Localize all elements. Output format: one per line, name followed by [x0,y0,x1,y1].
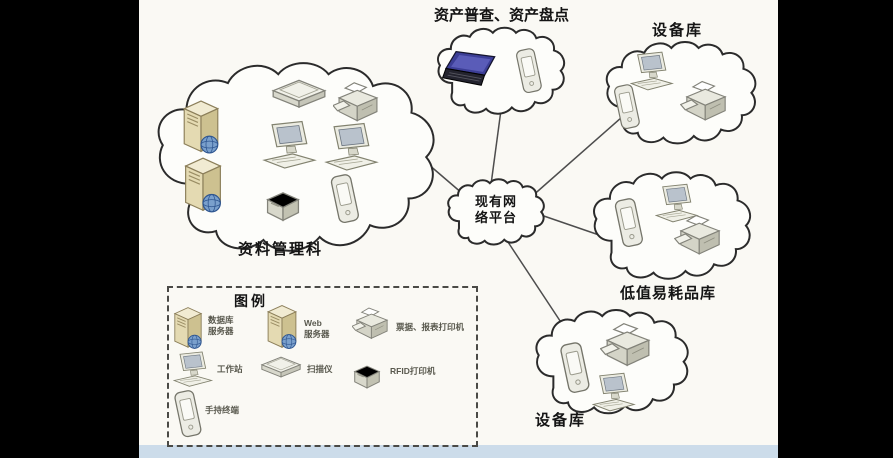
consumables-cloud-label: 低值易耗品库 [620,285,717,302]
legend-label-workstation: 工作站 [217,364,243,374]
network-platform-label-line2: 络平台 [474,209,517,225]
census-cloud-label: 资产普查、资产盘点 [434,7,570,24]
equip-top-cloud-label: 设备库 [652,22,704,39]
legend-label-scanner: 扫描仪 [307,364,333,374]
equip-bottom-cloud-label: 设备库 [535,412,587,429]
legend-title: 图例 [234,293,268,309]
legend-label-db-server-line2: 服务器 [208,326,234,337]
legend-label-db-server-line1: 数据库 [208,315,234,325]
network-platform-label: 现有网 络平台 [444,194,548,225]
legend-label-web-server-line1: Web [304,318,322,328]
scan-artifact-strip [139,445,778,458]
legend-label-report-printer: 票据、报表打印机 [396,322,465,332]
legend-box [167,286,478,447]
network-platform-label-line1: 现有网 [474,194,517,209]
link-network-consumables [537,213,603,237]
legend-label-db-server: 数据库 服务器 [208,315,234,338]
server-icon [185,157,221,213]
legend-label-web-server: Web 服务器 [304,318,330,341]
server-icon [183,100,219,154]
legend-label-web-server-line2: 服务器 [304,329,330,340]
legend-label-handheld: 手持终端 [205,405,240,415]
legend-label-rfid-printer: RFID打印机 [390,366,436,376]
dept-cloud-label: 资料管理科 [238,241,324,258]
link-network-equip-top [529,109,631,199]
